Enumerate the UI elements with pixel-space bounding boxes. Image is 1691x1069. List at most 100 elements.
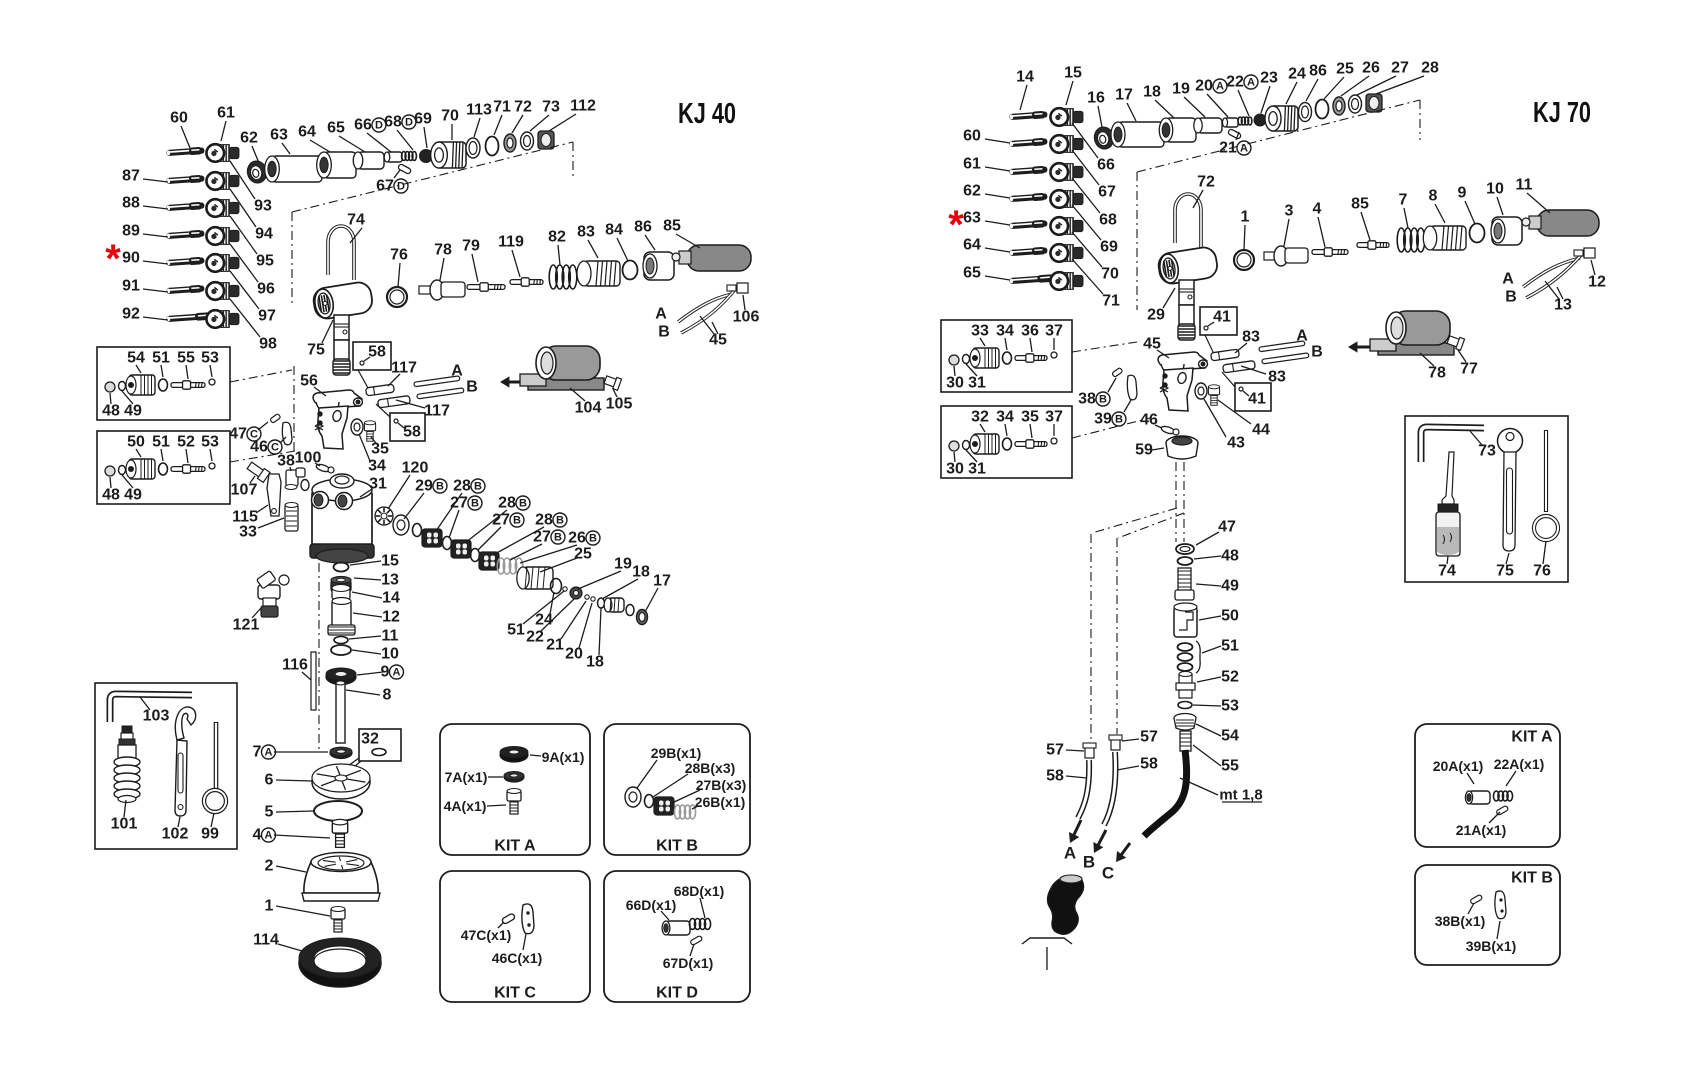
svg-text:*: * [948, 203, 964, 247]
svg-text:4: 4 [1313, 201, 1322, 218]
svg-text:70: 70 [441, 108, 459, 125]
svg-text:37: 37 [1045, 323, 1063, 340]
svg-text:106: 106 [733, 309, 760, 326]
svg-text:KIT D: KIT D [656, 985, 698, 1002]
svg-text:48: 48 [1221, 548, 1239, 565]
svg-text:66: 66 [1097, 157, 1115, 174]
svg-text:3: 3 [1285, 203, 1294, 220]
svg-text:57: 57 [1140, 729, 1158, 746]
svg-text:72: 72 [1197, 174, 1215, 191]
svg-text:11: 11 [382, 628, 399, 645]
svg-text:54: 54 [127, 350, 145, 367]
svg-text:76: 76 [390, 247, 408, 264]
svg-text:43: 43 [1227, 435, 1245, 452]
svg-text:65: 65 [327, 120, 345, 137]
svg-text:A: A [1216, 81, 1224, 93]
svg-text:79: 79 [462, 238, 480, 255]
svg-text:52: 52 [1221, 669, 1239, 686]
svg-text:49: 49 [124, 487, 142, 504]
svg-text:104: 104 [575, 400, 602, 417]
svg-text:17: 17 [1115, 87, 1133, 104]
svg-text:14: 14 [382, 590, 400, 607]
svg-text:31: 31 [968, 375, 986, 392]
svg-text:26: 26 [568, 530, 586, 547]
svg-text:32: 32 [361, 731, 379, 748]
svg-text:82: 82 [548, 229, 566, 246]
svg-text:63: 63 [963, 210, 981, 227]
svg-text:34: 34 [996, 323, 1014, 340]
svg-text:D: D [375, 120, 383, 132]
svg-text:46C(x1): 46C(x1) [492, 950, 543, 966]
svg-text:89: 89 [122, 223, 140, 240]
svg-text:69: 69 [1100, 239, 1118, 256]
svg-text:27: 27 [450, 495, 468, 512]
svg-text:87: 87 [122, 168, 140, 185]
svg-text:29: 29 [415, 478, 433, 495]
svg-text:39: 39 [1094, 411, 1112, 428]
svg-text:117: 117 [424, 403, 450, 420]
svg-text:46: 46 [1140, 412, 1158, 429]
svg-text:A: A [393, 667, 401, 679]
svg-text:72: 72 [514, 99, 532, 116]
svg-text:53: 53 [201, 350, 219, 367]
svg-text:86: 86 [1309, 63, 1327, 80]
svg-text:88: 88 [122, 195, 140, 212]
svg-text:14: 14 [1016, 69, 1034, 86]
svg-text:38: 38 [1078, 391, 1096, 408]
svg-text:67: 67 [376, 178, 394, 195]
svg-text:36: 36 [1021, 323, 1039, 340]
svg-text:2: 2 [265, 858, 274, 875]
svg-text:91: 91 [122, 278, 140, 295]
svg-text:78: 78 [434, 242, 452, 259]
svg-text:117: 117 [391, 360, 417, 377]
svg-text:70: 70 [1101, 266, 1119, 283]
svg-text:66D(x1): 66D(x1) [626, 897, 677, 913]
svg-text:58: 58 [1140, 756, 1158, 773]
svg-text:20: 20 [565, 646, 583, 663]
svg-text:11: 11 [1516, 177, 1533, 194]
svg-text:C: C [250, 429, 258, 441]
svg-text:95: 95 [256, 253, 274, 270]
svg-text:85: 85 [1351, 196, 1369, 213]
svg-text:33: 33 [239, 524, 257, 541]
svg-text:53: 53 [201, 434, 219, 451]
svg-text:KJ 70: KJ 70 [1533, 97, 1591, 129]
svg-text:54: 54 [1221, 728, 1239, 745]
svg-text:B: B [554, 532, 562, 544]
svg-text:29B(x1): 29B(x1) [651, 745, 702, 761]
svg-text:6: 6 [265, 772, 274, 789]
svg-text:mt 1,8: mt 1,8 [1219, 787, 1262, 804]
svg-text:71: 71 [493, 99, 511, 116]
svg-text:B: B [513, 515, 521, 527]
svg-text:101: 101 [111, 816, 138, 833]
svg-text:31: 31 [968, 461, 986, 478]
svg-text:33: 33 [971, 323, 989, 340]
svg-text:61: 61 [217, 105, 235, 122]
svg-text:22: 22 [526, 629, 544, 646]
svg-text:64: 64 [963, 237, 981, 254]
svg-text:13: 13 [381, 572, 399, 589]
svg-text:31: 31 [369, 476, 387, 493]
svg-text:65: 65 [963, 265, 981, 282]
svg-text:B: B [589, 533, 597, 545]
svg-text:99: 99 [201, 826, 219, 843]
svg-text:50: 50 [127, 434, 145, 451]
svg-text:7: 7 [253, 744, 262, 761]
svg-text:17: 17 [653, 573, 671, 590]
svg-text:83: 83 [577, 224, 595, 241]
svg-text:25: 25 [574, 546, 592, 563]
svg-text:38: 38 [277, 453, 295, 470]
svg-text:10: 10 [1486, 181, 1504, 198]
svg-text:73: 73 [542, 99, 560, 116]
svg-text:41: 41 [1248, 391, 1266, 408]
svg-text:20A(x1): 20A(x1) [1433, 758, 1484, 774]
svg-text:66: 66 [354, 117, 372, 134]
svg-text:28: 28 [498, 495, 516, 512]
svg-text:A: A [265, 830, 273, 842]
svg-text:22A(x1): 22A(x1) [1494, 756, 1545, 772]
svg-text:103: 103 [143, 708, 170, 725]
svg-text:86: 86 [634, 219, 652, 236]
svg-text:45: 45 [709, 332, 727, 349]
svg-text:21: 21 [1219, 140, 1237, 157]
svg-text:107: 107 [231, 482, 258, 499]
